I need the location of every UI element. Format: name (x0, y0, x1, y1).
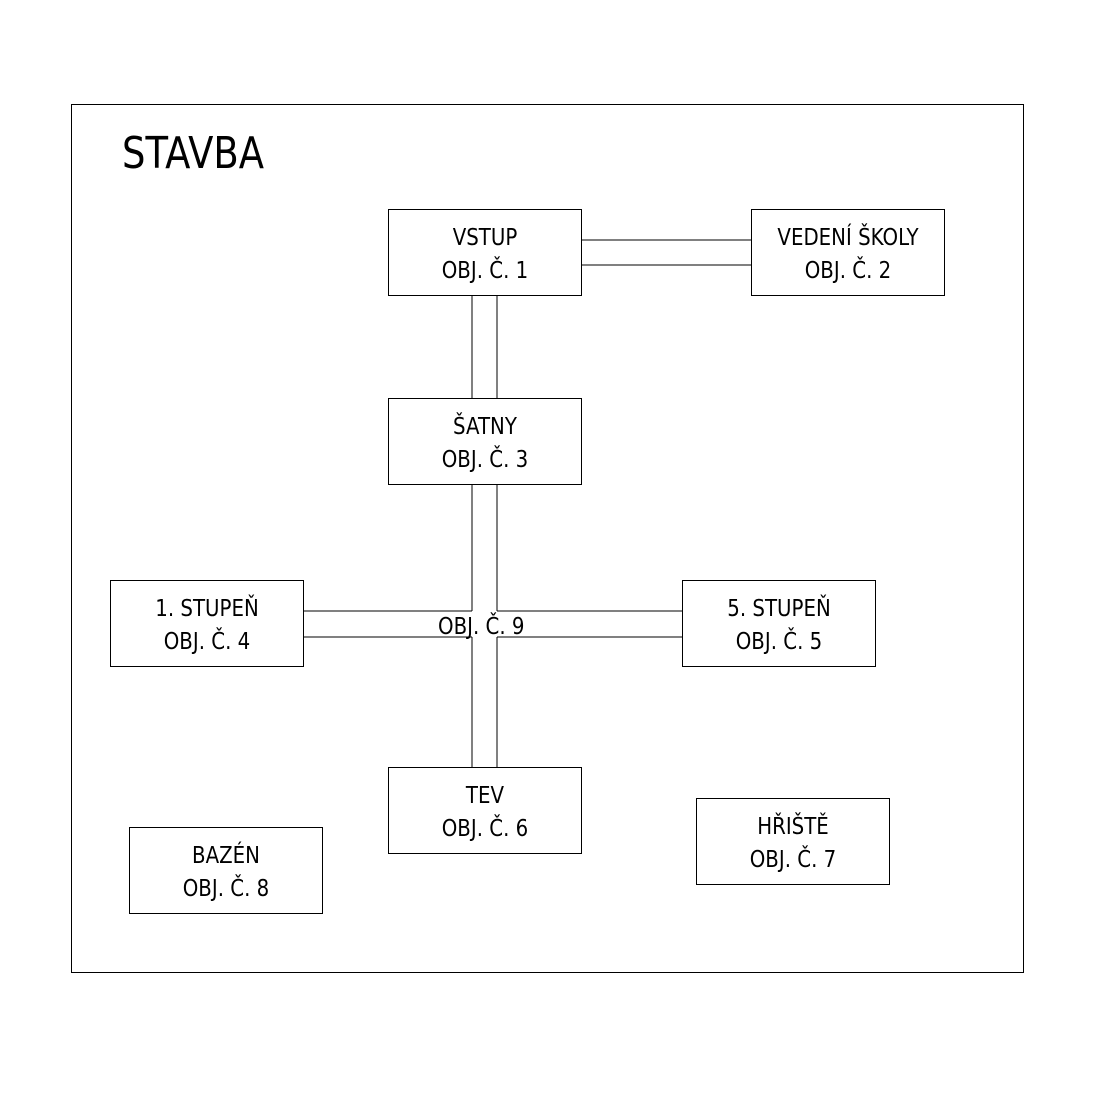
building-number: OBJ. Č. 4 (163, 629, 251, 655)
connector-label: OBJ. Č. 9 (438, 614, 525, 640)
building-name: ŠATNY (453, 414, 517, 440)
building-number: OBJ. Č. 3 (441, 447, 529, 473)
building-name: 5. STUPEŇ (727, 596, 831, 622)
building-number: OBJ. Č. 1 (441, 258, 529, 284)
building-obj8: BAZÉN OBJ. Č. 8 (129, 827, 323, 914)
building-number: OBJ. Č. 5 (735, 629, 823, 655)
building-obj6: TEV OBJ. Č. 6 (388, 767, 582, 854)
building-obj3: ŠATNY OBJ. Č. 3 (388, 398, 582, 485)
building-obj7: HŘIŠTĚ OBJ. Č. 7 (696, 798, 890, 885)
building-name: VSTUP (452, 225, 518, 251)
building-obj1: VSTUP OBJ. Č. 1 (388, 209, 582, 296)
building-number: OBJ. Č. 8 (182, 876, 270, 902)
building-number: OBJ. Č. 2 (804, 258, 892, 284)
building-number: OBJ. Č. 6 (441, 816, 529, 842)
building-name: HŘIŠTĚ (757, 814, 829, 840)
building-name: VEDENÍ ŠKOLY (777, 225, 919, 251)
building-obj4: 1. STUPEŇ OBJ. Č. 4 (110, 580, 304, 667)
site-title: STAVBA (122, 128, 265, 179)
building-name: TEV (465, 783, 505, 809)
building-obj5: 5. STUPEŇ OBJ. Č. 5 (682, 580, 876, 667)
building-obj2: VEDENÍ ŠKOLY OBJ. Č. 2 (751, 209, 945, 296)
building-name: BAZÉN (192, 843, 260, 869)
building-number: OBJ. Č. 7 (749, 847, 837, 873)
site-boundary (71, 104, 1024, 973)
building-name: 1. STUPEŇ (155, 596, 259, 622)
